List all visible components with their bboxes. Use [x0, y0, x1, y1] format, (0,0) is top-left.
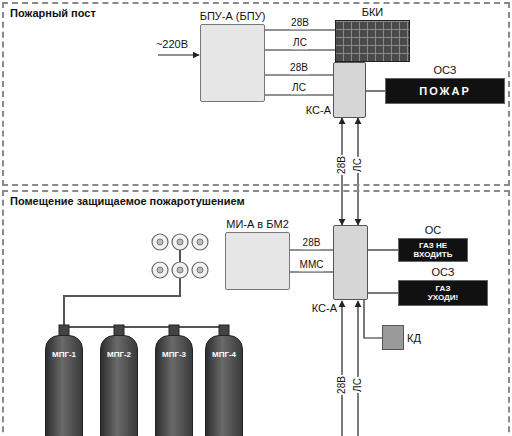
nozzle — [192, 234, 208, 250]
signal-wire — [265, 74, 333, 75]
signal-name: 28В — [290, 17, 310, 29]
gas-cylinder: МПГ-3 — [155, 335, 193, 436]
sign-text: МПГ-1 — [52, 350, 76, 359]
signal-wire — [368, 249, 398, 250]
gas-pipe — [64, 250, 224, 327]
node-label: КД — [407, 331, 421, 344]
control-unit: БПУ-А (БПУ) — [200, 24, 265, 102]
cylinder-necks — [59, 325, 229, 337]
signal-name: ЛС — [352, 157, 364, 173]
power-input-arrow — [158, 54, 199, 55]
signal-wire — [368, 292, 398, 293]
signal-wire — [265, 29, 335, 30]
signal-wire — [366, 90, 385, 91]
outgoing-wire — [357, 301, 358, 436]
nozzle — [152, 234, 168, 250]
nozzle — [172, 262, 188, 278]
module-box: МИ-А в БМ2 — [225, 232, 290, 290]
node-label: БПУ-А (БПУ) — [200, 10, 266, 23]
signal-wire — [265, 49, 335, 50]
signal-name: ЛС — [292, 37, 308, 49]
node-label: ОСЗ — [431, 266, 454, 279]
nozzle — [172, 234, 188, 250]
manifold-pipe — [64, 326, 224, 328]
switch-box: КС-А — [333, 62, 366, 118]
nozzle-core — [177, 267, 183, 273]
signal-name: 28В — [302, 237, 322, 249]
signal-name: 28В — [289, 62, 309, 74]
indicator-unit: БКИ — [335, 20, 410, 62]
node-label: КС-А — [312, 302, 337, 315]
signal-name: 28В — [336, 375, 348, 395]
door-sensor: КД — [382, 325, 404, 350]
sign-text: ГАЗ НЕ ВХОДИТЬ — [404, 241, 462, 259]
switch-box: КС-А — [333, 225, 368, 300]
outgoing-wire — [341, 301, 342, 436]
signal-name: ЛС — [352, 377, 364, 393]
signal-wire — [290, 271, 333, 272]
signal-wire — [290, 249, 333, 250]
node-label: Пожарный пост — [10, 7, 96, 20]
signal-wire — [265, 94, 333, 95]
light-sign: ОСЗПОЖАР — [385, 78, 505, 104]
signal-name: ЛС — [291, 82, 307, 94]
nozzle-core — [197, 267, 203, 273]
nozzle-pipe — [179, 250, 181, 262]
nozzle — [192, 262, 208, 278]
zone-band: Помещение защищаемое пожаротушениемМИ-А … — [2, 190, 510, 436]
sign-text: ПОЖАР — [419, 85, 471, 98]
gas-cylinder: МПГ-2 — [100, 335, 138, 436]
nozzle-core — [197, 239, 203, 245]
power-label: ~220В — [155, 38, 189, 51]
sign-text: МПГ-4 — [212, 350, 236, 359]
light-sign: ОСГАЗ НЕ ВХОДИТЬ — [398, 238, 468, 262]
node-label: МИ-А в БМ2 — [226, 218, 289, 231]
sign-text: ГАЗ УХОДИ! — [420, 284, 466, 302]
nozzle-core — [157, 239, 163, 245]
sign-text: МПГ-3 — [162, 350, 186, 359]
nozzle — [152, 262, 168, 278]
node-label: ОС — [425, 224, 442, 237]
light-sign: ОСЗГАЗ УХОДИ! — [398, 280, 488, 306]
signal-name: ММС — [299, 259, 325, 271]
gas-cylinder: МПГ-1 — [45, 335, 83, 436]
node-label: ОСЗ — [433, 64, 456, 77]
nozzle-core — [177, 239, 183, 245]
signal-wire — [364, 300, 382, 338]
nozzle-group — [152, 234, 208, 278]
node-label: БКИ — [362, 6, 384, 19]
nozzle-core — [157, 267, 163, 273]
sign-text: МПГ-2 — [107, 350, 131, 359]
zone-band: Пожарный постБПУ-А (БПУ)БКИКС-АОСЗПОЖАР — [2, 2, 510, 186]
signal-name: 28В — [336, 155, 348, 175]
node-label: Помещение защищаемое пожаротушением — [10, 195, 245, 208]
gas-cylinder: МПГ-4 — [205, 335, 243, 436]
supply-pipe — [64, 278, 180, 327]
node-label: КС-А — [306, 104, 331, 117]
